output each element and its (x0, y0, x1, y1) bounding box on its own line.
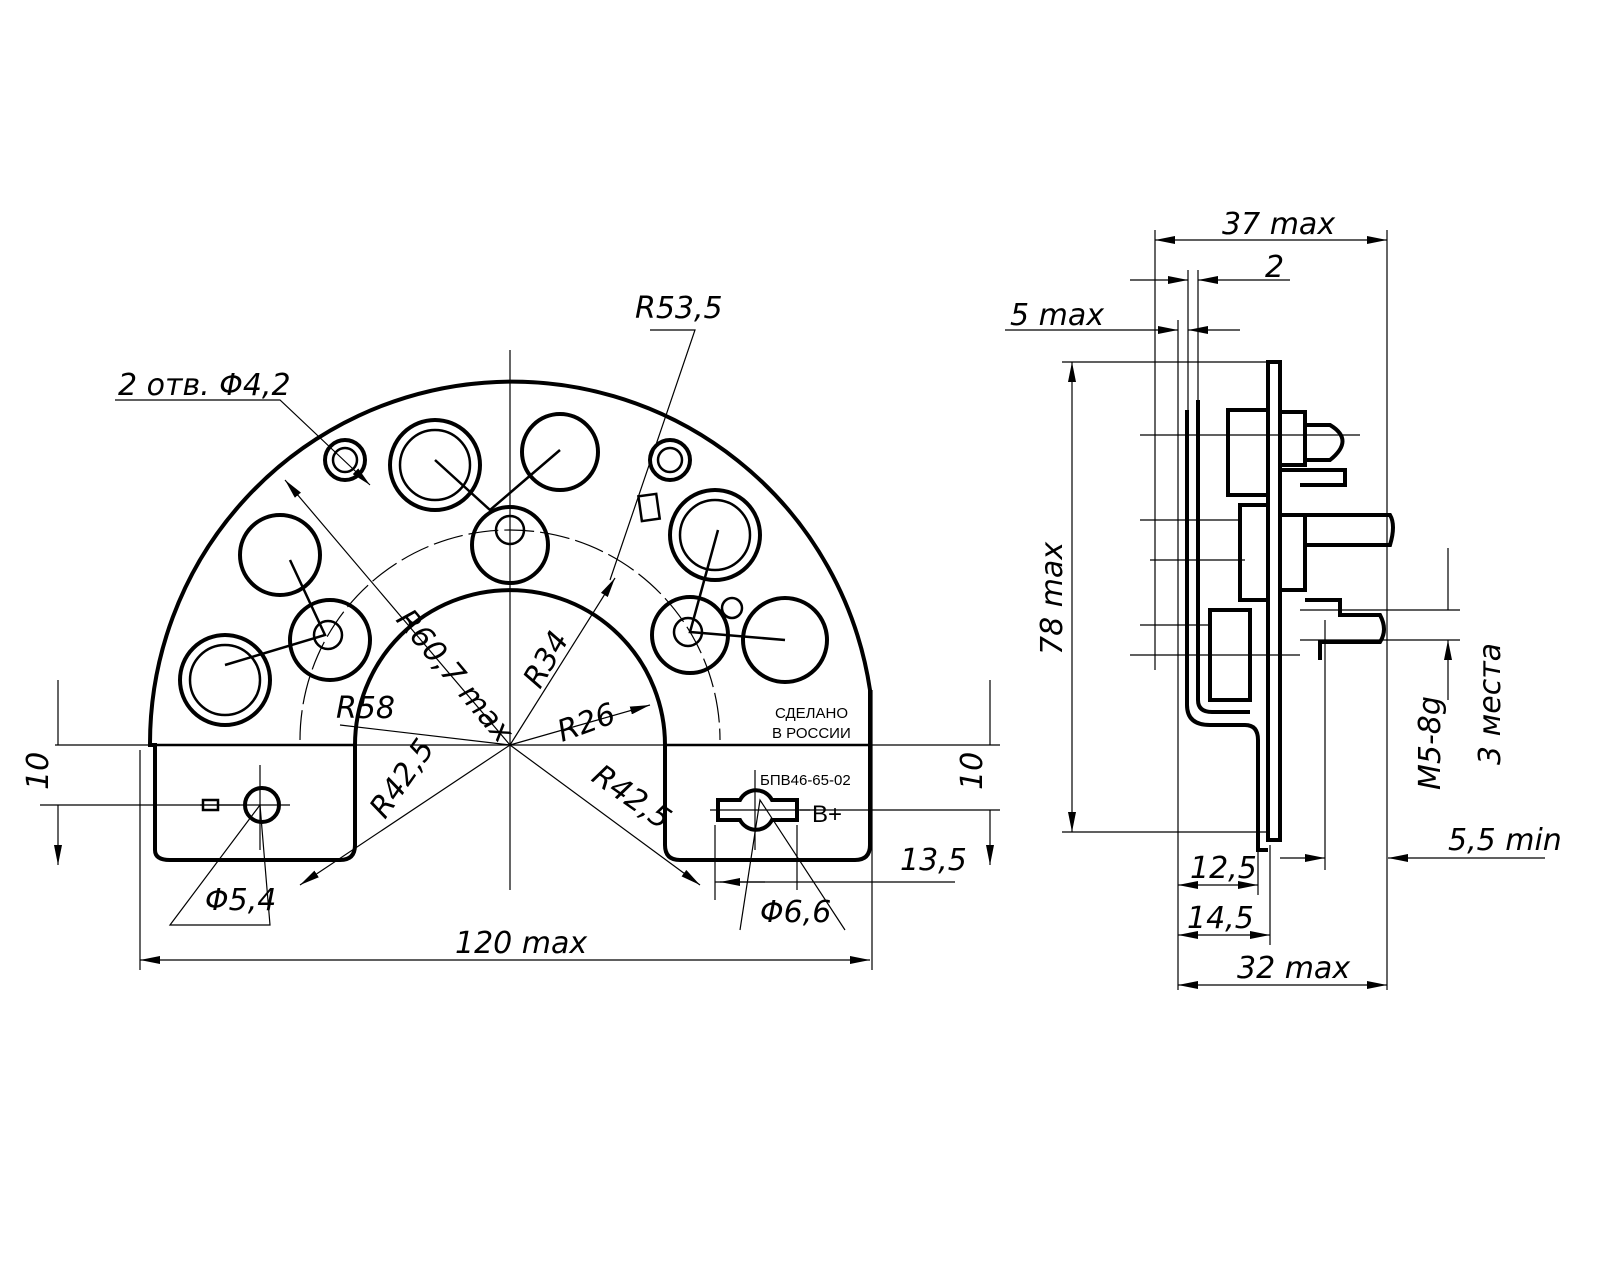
mount-hole-left (323, 438, 367, 482)
w2-label: 2 (1265, 250, 1284, 285)
phi66-label: Φ6,6 (760, 895, 831, 930)
r26-label: R26 (553, 696, 620, 749)
r34-label: R34 (517, 625, 577, 694)
width120-label: 120 max (455, 926, 587, 961)
thread-label: M5-8g (1413, 696, 1448, 790)
h10-right-label: 10 (955, 752, 990, 790)
w37-label: 37 max (1222, 207, 1335, 242)
h10-left-label: 10 (21, 752, 56, 790)
rectifier-body-outline (147, 379, 872, 862)
r60-label: R60,7 max (389, 603, 520, 750)
d135-label: 13,5 (900, 843, 967, 878)
part-number-label: БПВ46-65-02 (760, 772, 851, 789)
terminal-label: B+ (812, 801, 842, 828)
h78-label: 78 max (1035, 542, 1070, 655)
places-label: 3 места (1473, 643, 1508, 765)
w32-label: 32 max (1237, 951, 1350, 986)
r53-label: R53,5 (635, 291, 723, 326)
front-dimensions (40, 329, 1000, 970)
r58-label: R58 (336, 691, 395, 726)
w5-label: 5 max (1010, 298, 1104, 333)
side-outline (1185, 360, 1395, 852)
mount-hole-right (648, 438, 692, 482)
w145-label: 14,5 (1187, 901, 1254, 936)
phi54-label: Φ5,4 (205, 883, 276, 918)
made-in-label-2: В РОССИИ (772, 725, 851, 742)
r42-left-label: R42,5 (363, 733, 442, 825)
holes-label: 2 отв. Φ4,2 (118, 368, 291, 403)
side-view: 37 max 2 5 max 78 max M5-8g 3 места 5,5 … (1005, 207, 1562, 990)
side-dimensions (1005, 230, 1545, 990)
bplus-slot (716, 788, 799, 832)
front-view: 2 отв. Φ4,2 R53,5 R60,7 max R34 R26 R58 … (21, 291, 1000, 970)
min55-label: 5,5 min (1448, 823, 1562, 858)
diodes (178, 412, 829, 727)
w125-label: 12,5 (1190, 851, 1257, 886)
made-in-label-1: СДЕЛАНО (775, 705, 848, 722)
